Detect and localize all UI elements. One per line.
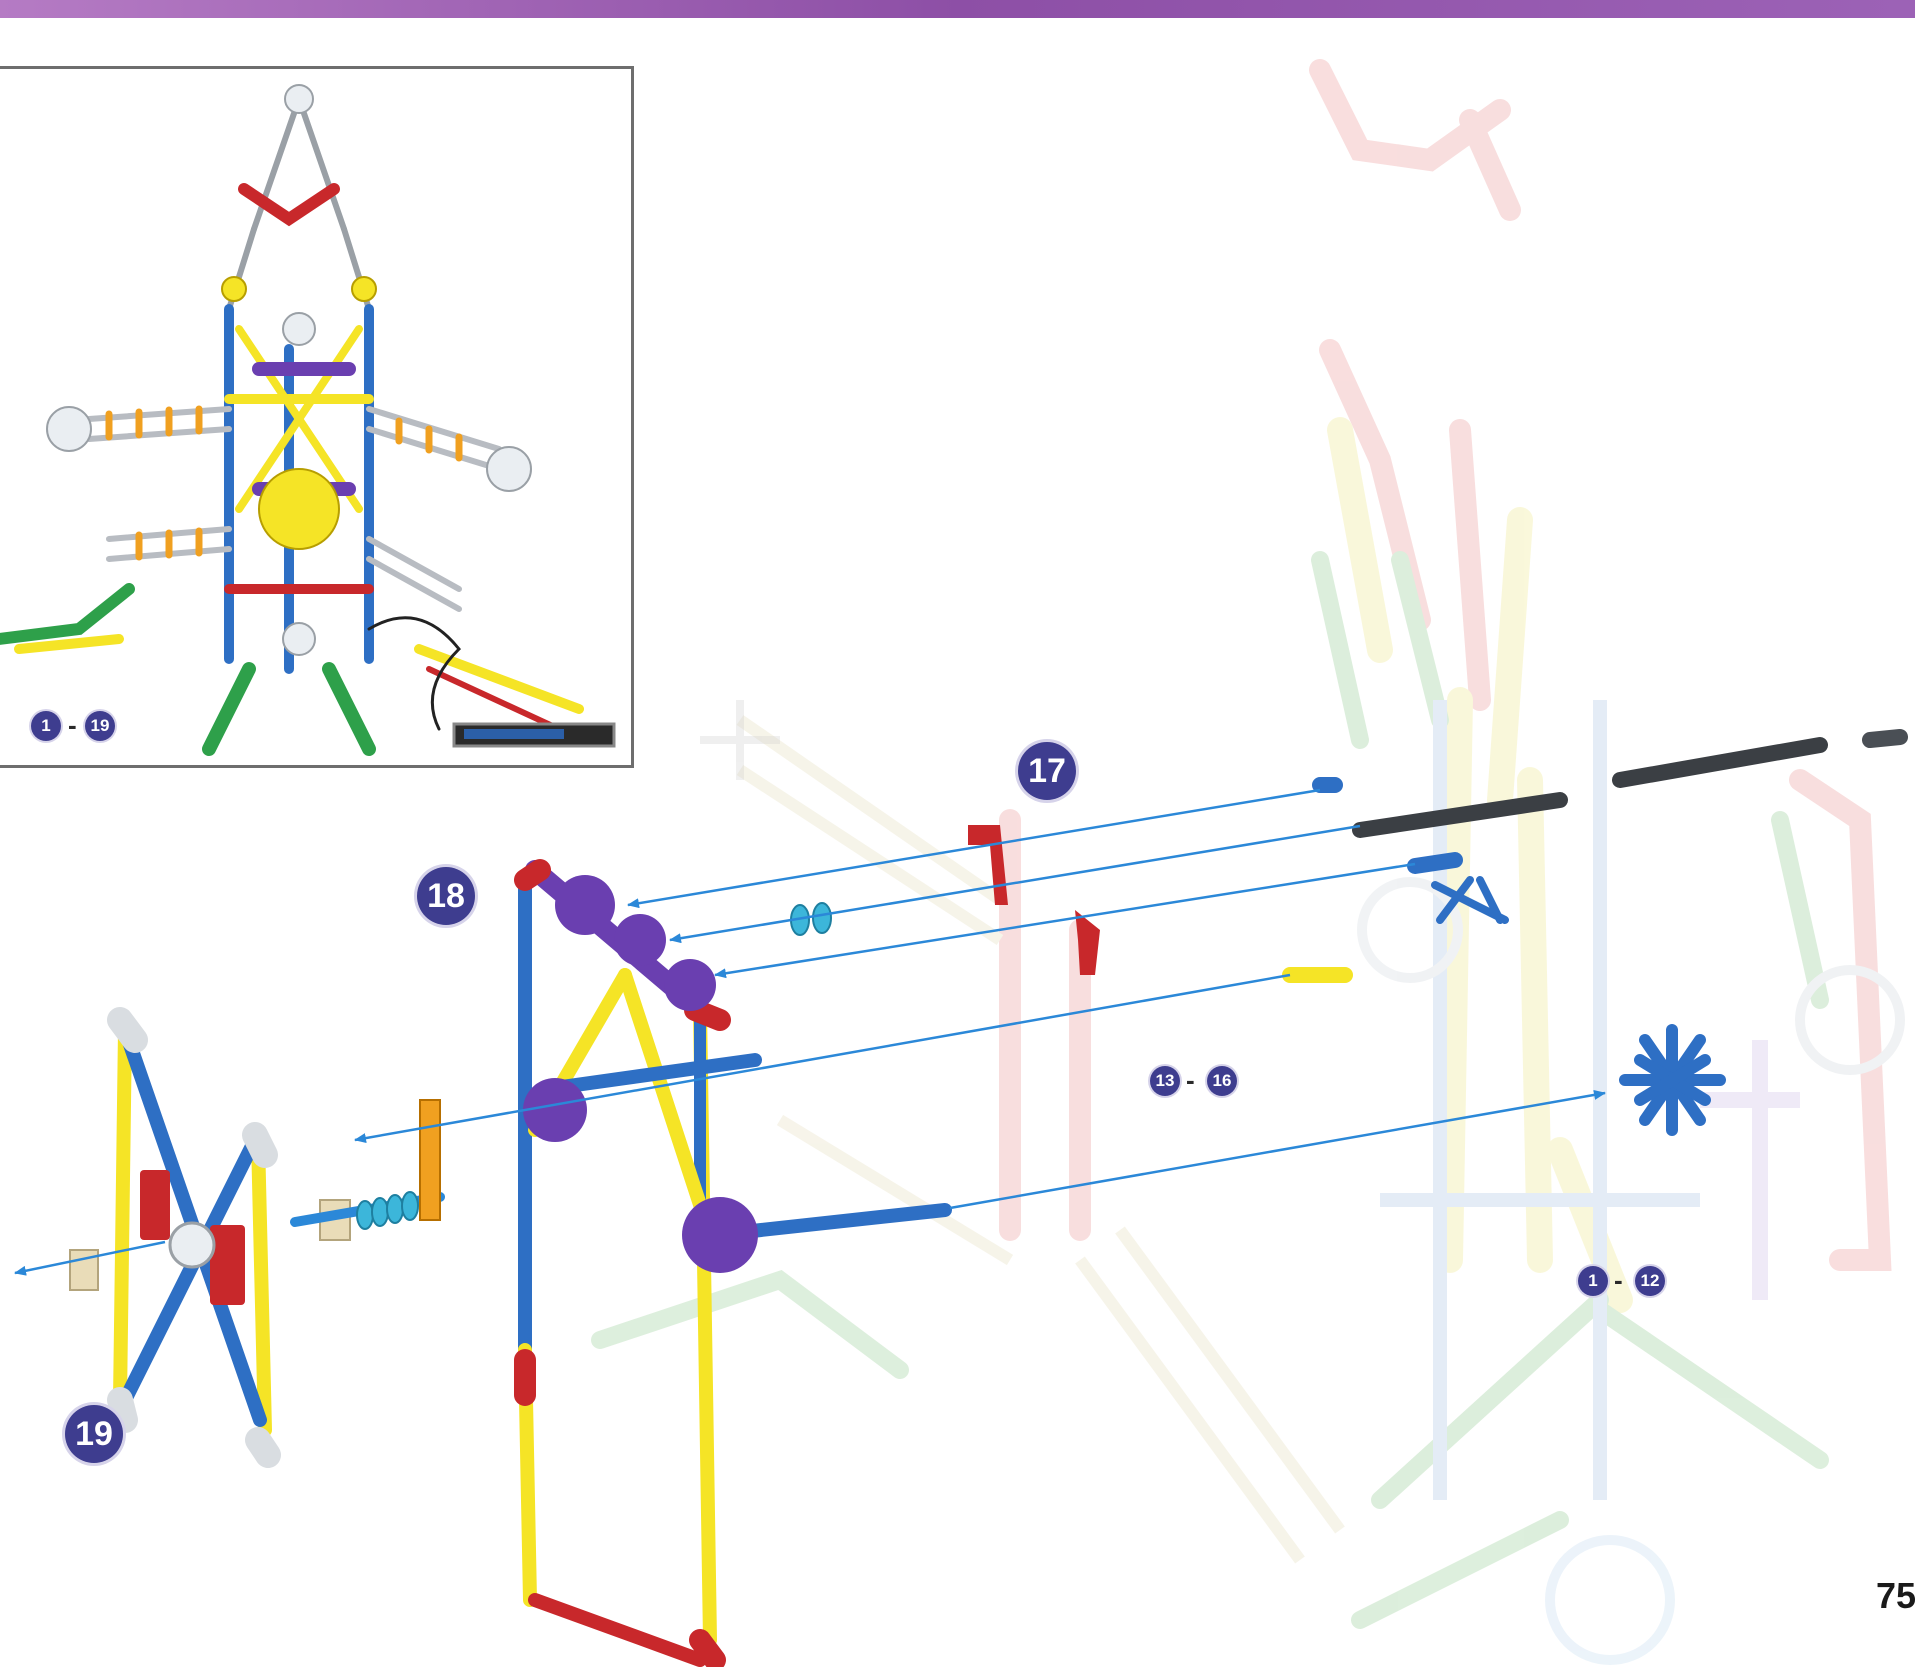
assembly-arrows xyxy=(14,788,1606,1276)
step-19-badge: 19 xyxy=(65,1405,123,1463)
blue-small-star xyxy=(1431,876,1509,924)
header-color-bar xyxy=(0,0,1915,18)
ref-12-badge: 12 xyxy=(1635,1266,1665,1296)
wheel-hub xyxy=(168,1221,216,1269)
ref-13-16-separator: - xyxy=(1186,1065,1195,1095)
red-connectors xyxy=(968,825,1100,975)
axle-parts xyxy=(69,1099,445,1291)
page-number: 75 xyxy=(1876,1575,1915,1616)
ref-1-badge: 1 xyxy=(1578,1266,1608,1296)
rods-being-added xyxy=(1282,729,1908,983)
inset-range-separator: - xyxy=(68,710,77,740)
blue-star-connector xyxy=(1619,1024,1726,1136)
inset-range-start-badge: 1 xyxy=(31,711,61,741)
inset-range-end-badge: 19 xyxy=(85,711,115,741)
ref-13-badge: 13 xyxy=(1150,1066,1180,1096)
step-18-badge: 18 xyxy=(417,867,475,925)
purple-connectors xyxy=(523,875,758,1273)
ref-1-12-separator: - xyxy=(1614,1265,1623,1295)
step-17-badge: 17 xyxy=(1018,742,1076,800)
wheel-red-clips xyxy=(140,1170,245,1305)
ref-16-badge: 16 xyxy=(1207,1066,1237,1096)
cyan-spacers xyxy=(790,902,832,936)
overview-model-illustration xyxy=(0,84,616,756)
overview-inset: 1 - 19 xyxy=(0,66,634,768)
